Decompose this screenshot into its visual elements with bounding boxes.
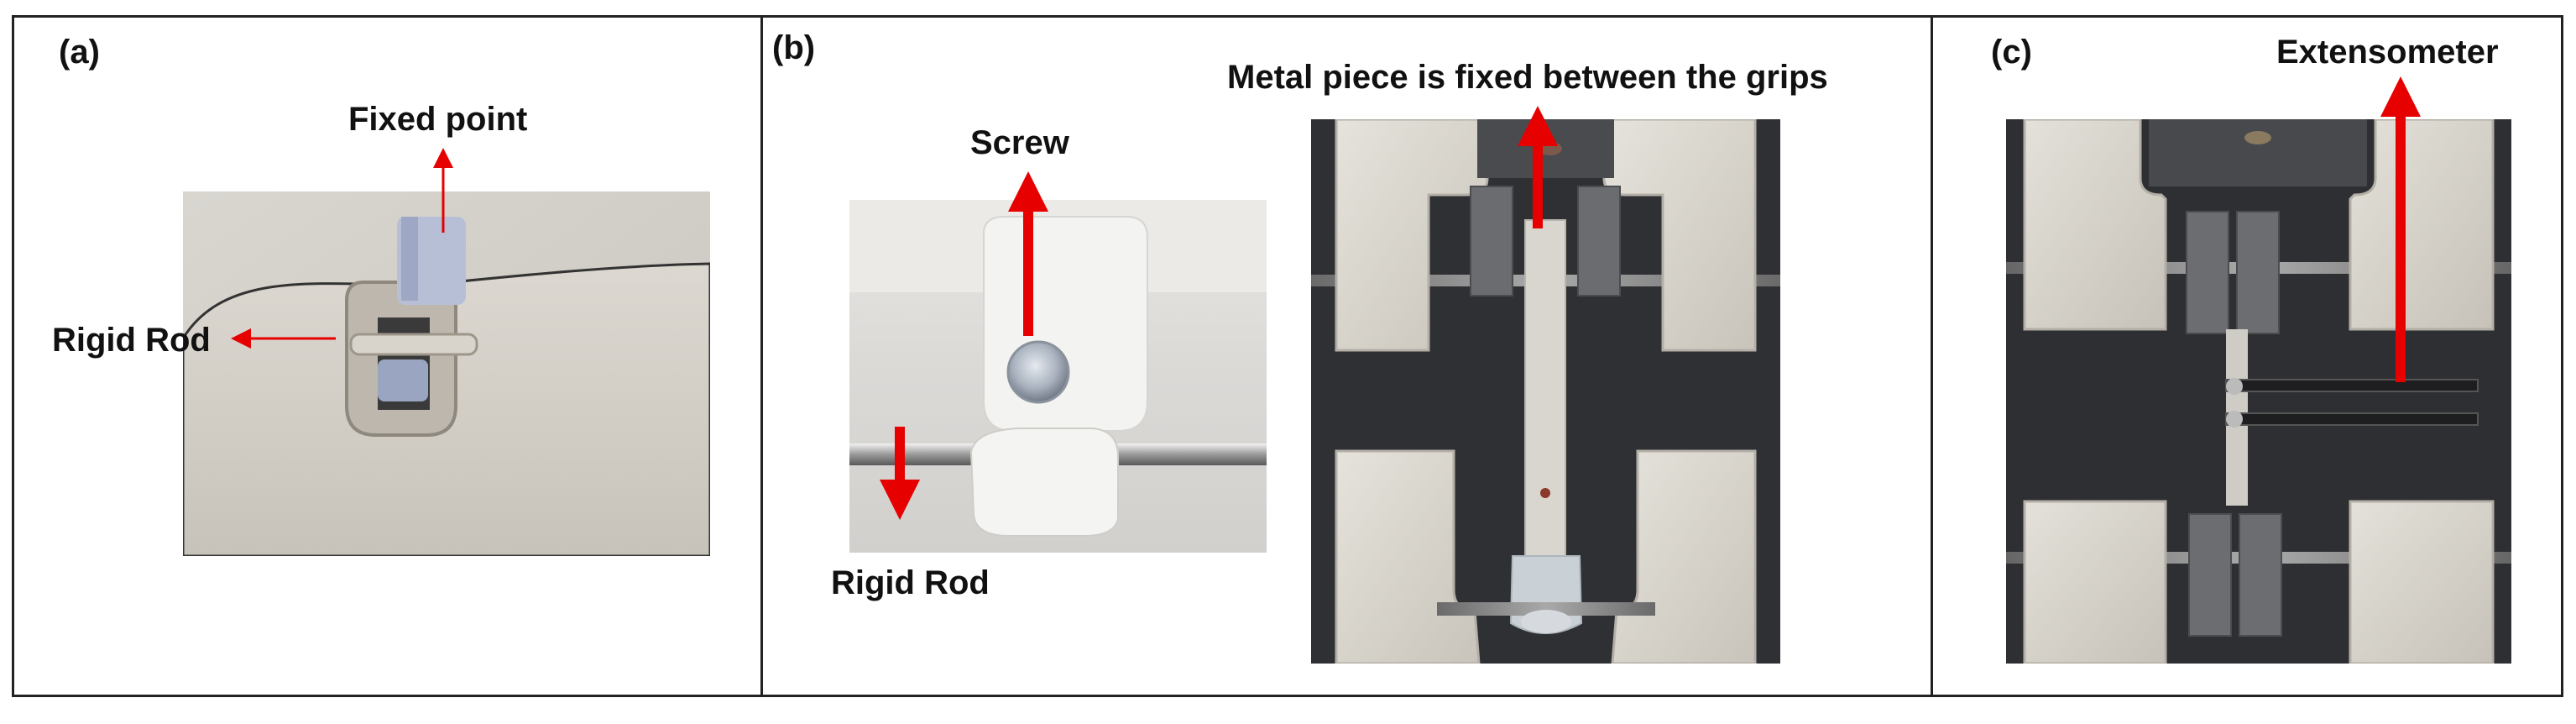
label-metal-piece: Metal piece is fixed between the grips	[1227, 59, 1828, 96]
panel-divider-2	[1931, 15, 1933, 697]
panel-c-photo-extensometer	[2006, 119, 2511, 664]
label-screw: Screw	[970, 124, 1069, 161]
label-rigid-rod-a: Rigid Rod	[52, 322, 211, 359]
panel-b-tag: (b)	[772, 29, 816, 66]
label-extensometer: Extensometer	[2276, 34, 2499, 71]
panel-b-photo-grips	[1311, 119, 1780, 664]
panel-a-tag: (a)	[59, 34, 100, 71]
label-rigid-rod-b: Rigid Rod	[831, 564, 990, 601]
label-fixed-point: Fixed point	[348, 101, 528, 138]
panel-c-tag: (c)	[1991, 34, 2032, 71]
panel-b-photo-screw-rod	[849, 200, 1267, 553]
panel-a-photo-sun-visor	[183, 191, 710, 556]
panel-divider-1	[760, 15, 763, 697]
